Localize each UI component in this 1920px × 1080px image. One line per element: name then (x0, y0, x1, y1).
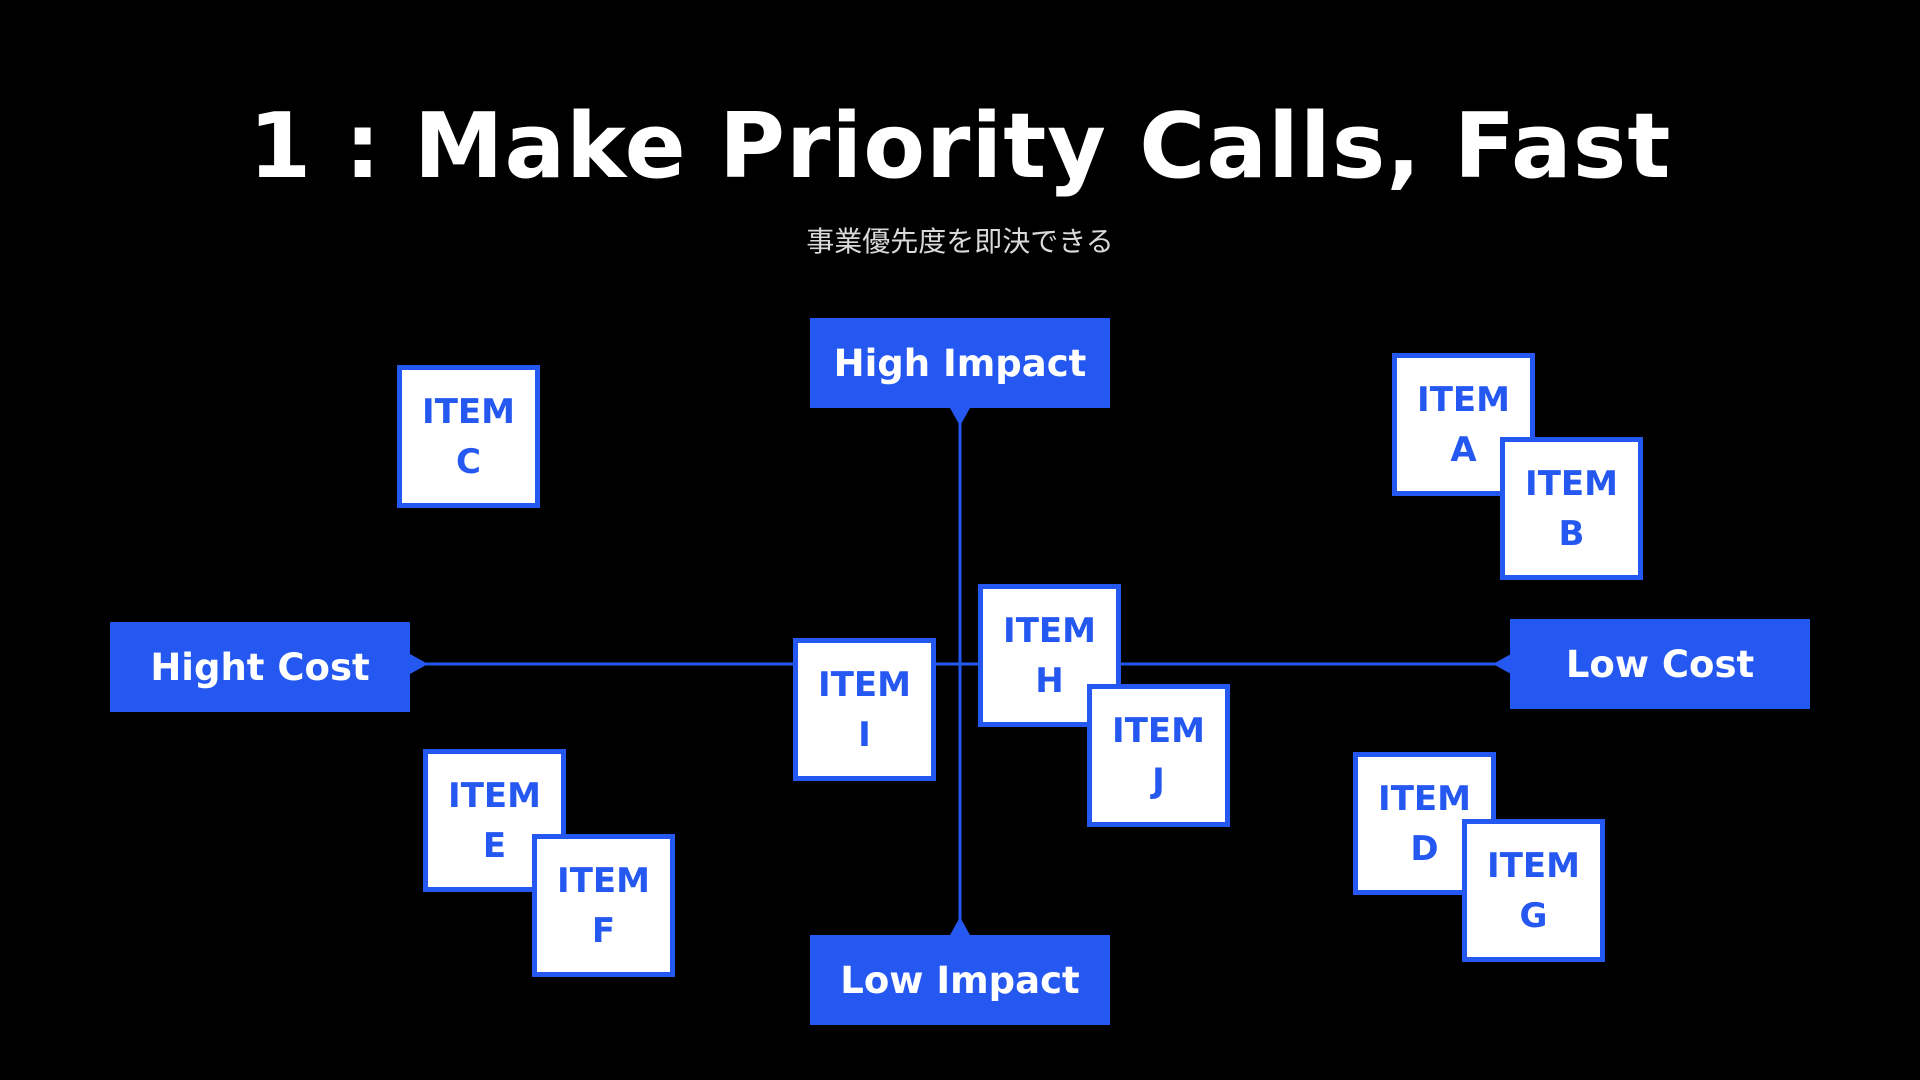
item-card-letter: H (1035, 660, 1064, 701)
page-title: 1 : Make Priority Calls, Fast (248, 94, 1672, 199)
item-card-e: ITEM E (423, 749, 566, 892)
item-card-letter: I (858, 714, 871, 755)
axis-arrow-left (410, 654, 428, 674)
item-card-letter: F (591, 910, 616, 951)
item-card-word: ITEM (1417, 379, 1510, 420)
item-card-letter: J (1152, 760, 1165, 801)
axis-label-high-impact: High Impact (810, 318, 1110, 408)
item-card-word: ITEM (1487, 845, 1580, 886)
axis-arrow-top (950, 408, 970, 426)
axis-arrow-right (1493, 654, 1511, 674)
item-card-c: ITEM C (397, 365, 540, 508)
item-card-letter: B (1558, 513, 1585, 554)
item-card-word: ITEM (448, 775, 541, 816)
page-subtitle: 事業優先度を即決できる (806, 225, 1114, 258)
axis-label-high-cost: Hight Cost (110, 622, 410, 712)
item-card-letter: G (1519, 895, 1548, 936)
item-card-word: ITEM (1003, 610, 1096, 651)
axis-label-low-cost: Low Cost (1510, 619, 1810, 709)
item-card-j: ITEM J (1087, 684, 1230, 827)
item-card-word: ITEM (557, 860, 650, 901)
item-card-word: ITEM (818, 664, 911, 705)
axis-arrow-bottom (950, 917, 970, 935)
item-card-letter: E (482, 825, 507, 866)
axis-label-low-impact: Low Impact (810, 935, 1110, 1025)
item-card-word: ITEM (422, 391, 515, 432)
item-card-b: ITEM B (1500, 437, 1643, 580)
item-card-letter: D (1410, 828, 1439, 869)
item-card-letter: C (456, 441, 481, 482)
item-card-f: ITEM F (532, 834, 675, 977)
item-card-letter: A (1450, 429, 1477, 470)
item-card-word: ITEM (1378, 778, 1471, 819)
item-card-g: ITEM G (1462, 819, 1605, 962)
item-card-i: ITEM I (793, 638, 936, 781)
item-card-word: ITEM (1525, 463, 1618, 504)
item-card-word: ITEM (1112, 710, 1205, 751)
